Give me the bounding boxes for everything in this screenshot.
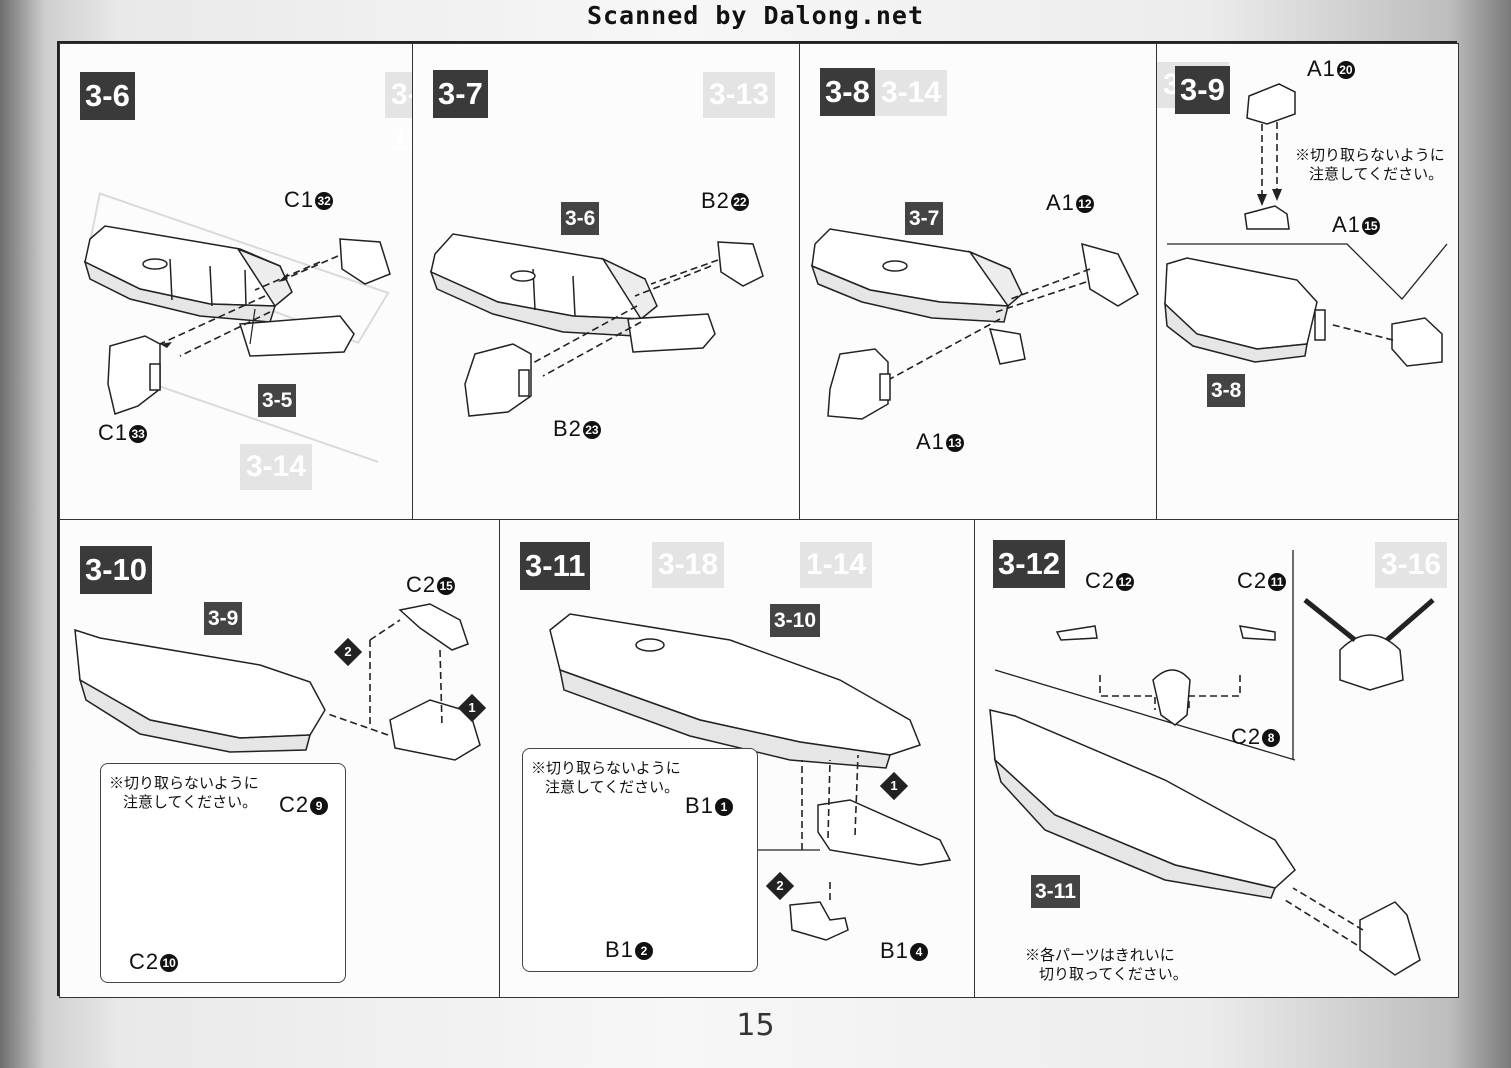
- part-number-badge: 15: [1361, 217, 1380, 236]
- part-number-badge: 4: [909, 943, 928, 962]
- ghost-step-badge: 3-13: [703, 72, 776, 118]
- part-number-badge: 11: [1268, 573, 1287, 592]
- ship-nose-assembly-drawing: [989, 550, 1435, 976]
- ghost-step-badge: 3-16: [1375, 542, 1448, 588]
- ghost-background-drawing: [88, 192, 390, 463]
- ship-body-assembly-drawing: [1164, 83, 1448, 367]
- order-marker-1: 1: [457, 693, 487, 723]
- ghost-step-badge: 1-14: [800, 542, 873, 588]
- step-panel-3-10: 3-10 ※切り取らないように 注意してください: [59, 519, 500, 998]
- caution-note: ※切り取らないように 注意してください。: [109, 775, 259, 811]
- part-number-badge: 10: [160, 954, 179, 973]
- ghost-step-badge: 3-15: [385, 72, 412, 157]
- instruction-sheet: 3-15 3-14 3-6: [57, 41, 1459, 998]
- ship-body-assembly-drawing: [83, 225, 391, 415]
- part-number-badge: 23: [582, 421, 601, 440]
- part-number-badge: 12: [1075, 195, 1094, 214]
- step-number-badge: 3-11: [520, 542, 591, 590]
- step-number-badge: 3-6: [80, 72, 135, 120]
- part-number-badge: 1: [714, 798, 733, 817]
- step-number-badge: 3-9: [1175, 66, 1230, 114]
- part-number-badge: 32: [315, 192, 334, 211]
- part-number-badge: 20: [1336, 61, 1355, 80]
- ghost-step-badge: 3-14: [875, 70, 948, 116]
- step-number-badge: 3-12: [993, 540, 1066, 588]
- part-number-badge: 2: [634, 942, 653, 961]
- ghost-step-badge: 3-18: [652, 542, 725, 588]
- caution-note: ※切り取らないように 注意してください。: [1295, 147, 1445, 183]
- page-number: 15: [736, 1008, 775, 1043]
- part-number-badge: 12: [1116, 573, 1135, 592]
- step-panel-3-11: 3-18 1-14 3-11: [499, 519, 975, 998]
- part-number-badge: 8: [1262, 729, 1281, 748]
- step-number-badge: 3-8: [820, 68, 875, 116]
- step-panel-3-6: 3-15 3-14 3-6: [59, 43, 413, 520]
- part-number-badge: 33: [129, 425, 148, 444]
- part-number-badge: 9: [310, 797, 329, 816]
- reference-step-badge: 3-8: [1207, 374, 1246, 407]
- scan-watermark: Scanned by Dalong.net: [586, 1, 925, 30]
- part-number-badge: 15: [437, 577, 456, 596]
- caution-note: ※各パーツはきれいに 切り取ってください。: [1025, 947, 1188, 983]
- reference-step-badge: 3-5: [258, 384, 297, 417]
- step-number-badge: 3-10: [80, 546, 153, 594]
- ghost-step-badge: 3-14: [240, 444, 313, 490]
- ship-body-assembly-drawing: [429, 233, 764, 417]
- reference-step-badge: 3-10: [770, 604, 821, 637]
- part-number-badge: 22: [730, 193, 749, 212]
- order-marker-1: 1: [879, 771, 909, 801]
- step-number-badge: 3-7: [433, 70, 488, 118]
- part-number-badge: 13: [945, 434, 964, 453]
- reference-step-badge: 3-9: [204, 602, 243, 635]
- reference-step-badge: 3-6: [561, 202, 600, 235]
- caution-note: ※切り取らないように 注意してください。: [531, 760, 681, 796]
- order-marker-2: 2: [333, 637, 363, 667]
- order-marker-2: 2: [765, 871, 795, 901]
- ship-body-assembly-drawing: [810, 228, 1139, 420]
- reference-step-badge: 3-7: [905, 202, 944, 235]
- reference-step-badge: 3-11: [1031, 875, 1080, 908]
